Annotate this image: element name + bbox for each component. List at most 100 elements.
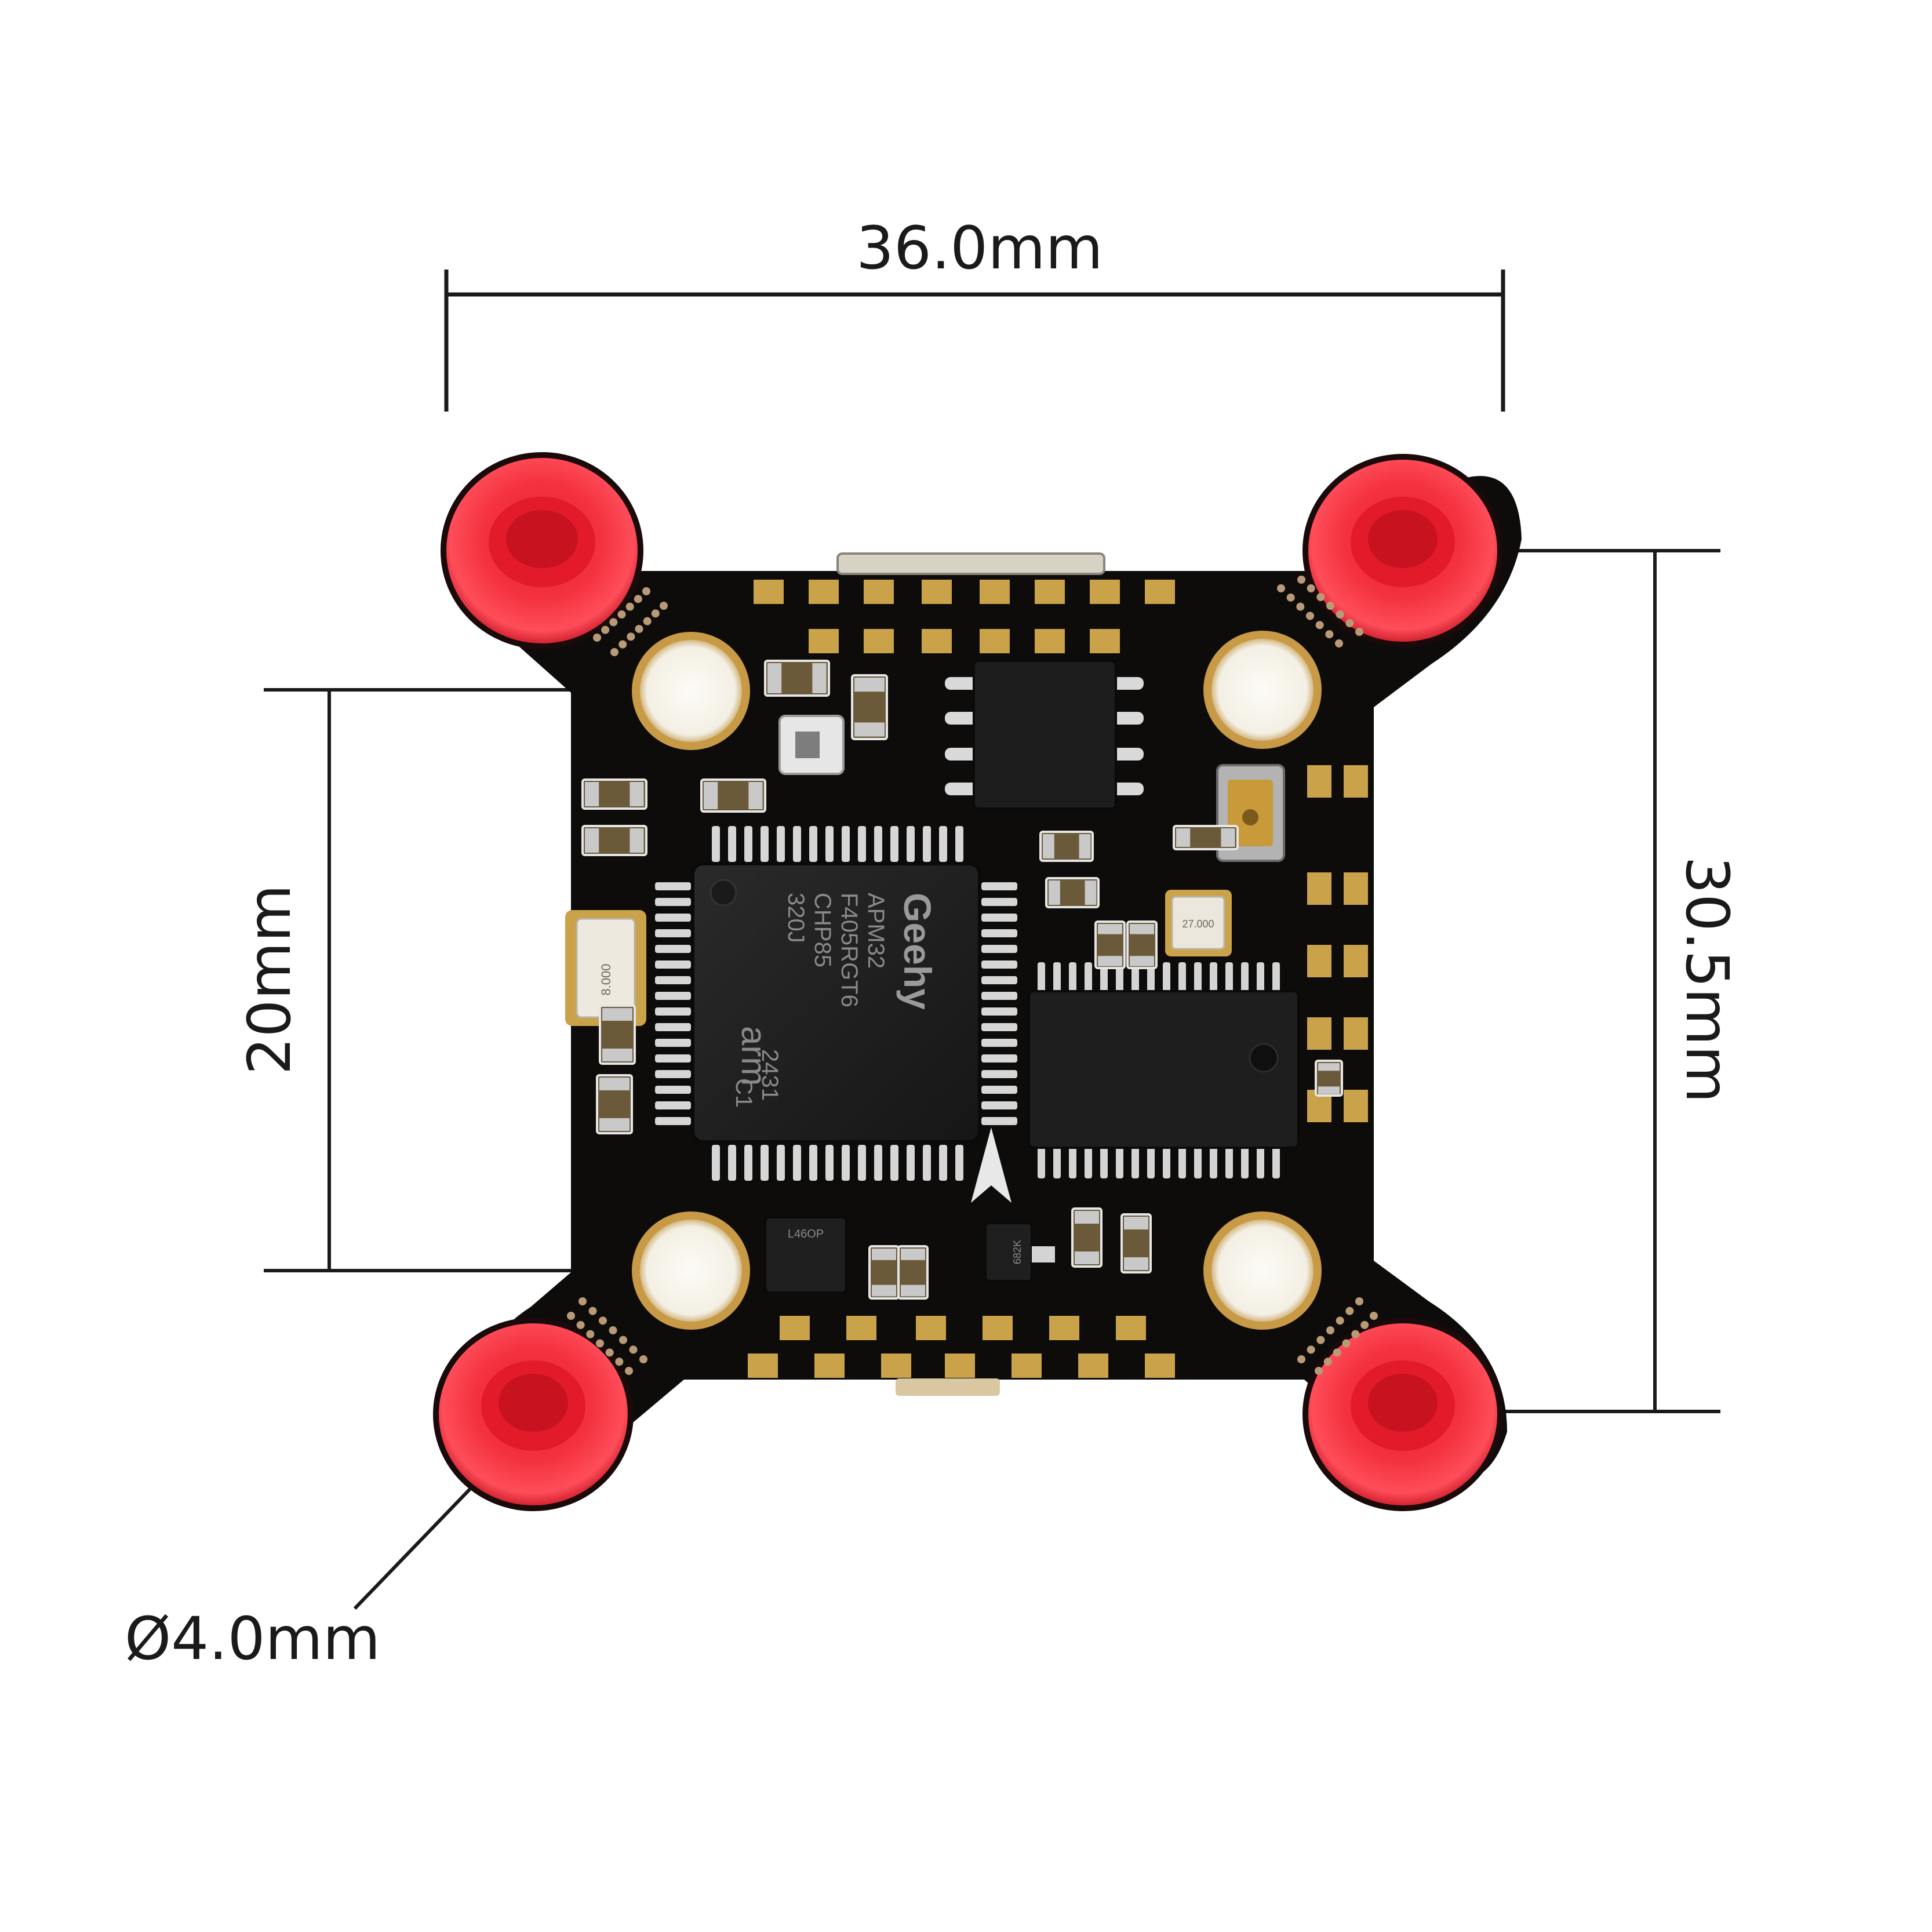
mcu-pin [981,1054,1017,1063]
via [619,1336,627,1344]
via [1297,576,1305,584]
pad [1307,1017,1331,1050]
mount-height-dimension: 30.5mm [1419,549,1741,1413]
driver-pin [1163,962,1170,994]
mount-hole-bottom-right [1203,1211,1322,1330]
mcu-pin [981,1007,1017,1016]
mcu-pin [655,976,691,984]
via-dots [567,576,1378,1375]
pad [846,1316,876,1340]
via [615,1358,624,1366]
pad [1307,945,1331,977]
mcu-pin [907,826,915,862]
mcu-pin [981,1101,1017,1109]
mcu-pin [981,1086,1017,1094]
mcu-pin [955,1145,963,1181]
via [1355,628,1363,636]
via [1315,1367,1323,1375]
driver-pin [1147,962,1155,994]
regulator: L46OP [764,1216,847,1294]
pad [780,1316,810,1340]
via [1335,639,1343,647]
pad [1012,1354,1042,1378]
mcu-pin [981,914,1017,922]
pad [1307,872,1331,905]
driver-pin [1116,962,1123,994]
pad [980,580,1010,604]
via [588,1307,597,1315]
grommet-bottom-left [433,1318,634,1511]
via [1286,593,1295,602]
via [609,618,618,627]
pad [983,1316,1013,1340]
mcu-pin [981,945,1017,953]
mount-hole-top-right [1203,631,1322,749]
pad [1344,765,1368,798]
mcu-pin [907,1145,915,1181]
pad [1090,629,1120,653]
mcu-pin [981,1070,1017,1078]
via [1307,584,1315,592]
regulator-label: L46OP [788,1228,824,1240]
mcu-pin [981,976,1017,984]
mcu-pin [655,1054,691,1063]
grommet-bottom-right [1302,1318,1503,1511]
via [1316,593,1325,601]
driver-pin [1272,1147,1280,1178]
mcu-pin [761,826,769,862]
driver-pin [1131,962,1139,994]
pad [864,580,894,604]
smd-part [1315,1060,1343,1097]
flight-controller-board: Geehy APM32 F405RGT6 CHP85 320J arm 2431… [433,452,1522,1511]
mcu-pin [712,826,720,862]
inner-mount-holes [632,631,1322,1330]
mcu-part: F405RGT6 [836,893,862,1007]
hole-diameter-label: Ø4.0mm [125,1604,380,1673]
via [639,1355,647,1363]
driver-pin [1069,962,1076,994]
pad [1344,1090,1368,1122]
via [576,1320,585,1329]
mcu-pin [761,1145,769,1181]
pad [1035,629,1065,653]
via [609,1326,617,1334]
transistor: 682K [984,1222,1055,1282]
via [634,595,642,603]
via [1277,584,1285,592]
via [1297,1355,1305,1363]
via [642,587,650,595]
driver-pin [1053,962,1061,994]
mcu-pin [939,1145,947,1181]
mcu-pin [655,1070,691,1078]
driver-pin [1225,1147,1233,1178]
flash-chip [945,660,1144,810]
via [1325,630,1334,639]
mcu-rev: C1 [731,1078,756,1108]
mcu-pin [825,826,834,862]
via [601,625,610,634]
driver-pin [1085,1147,1092,1178]
smd-part [1173,825,1239,850]
mcu-pin [981,992,1017,1000]
mcu-pin [981,929,1017,937]
mcu-pin [655,945,691,953]
driver-pin [1116,1147,1123,1178]
mcu-pin [655,898,691,906]
mcu-pin [825,1145,834,1181]
mcu-pin [777,1145,785,1181]
driver-pin [1241,962,1249,994]
mcu-model: APM32 [863,893,889,969]
mcu-pin [981,882,1017,890]
via [617,610,626,618]
pad [754,580,784,604]
driver-pin [1053,1147,1061,1178]
grommet-top-right [1302,454,1503,647]
driver-pin [1194,1147,1202,1178]
via [1345,1307,1354,1315]
mcu-pin [793,826,801,862]
via [1333,1348,1341,1357]
via [1326,1326,1334,1334]
oscillator-label: 27.000 [1182,918,1214,930]
via [635,625,643,633]
